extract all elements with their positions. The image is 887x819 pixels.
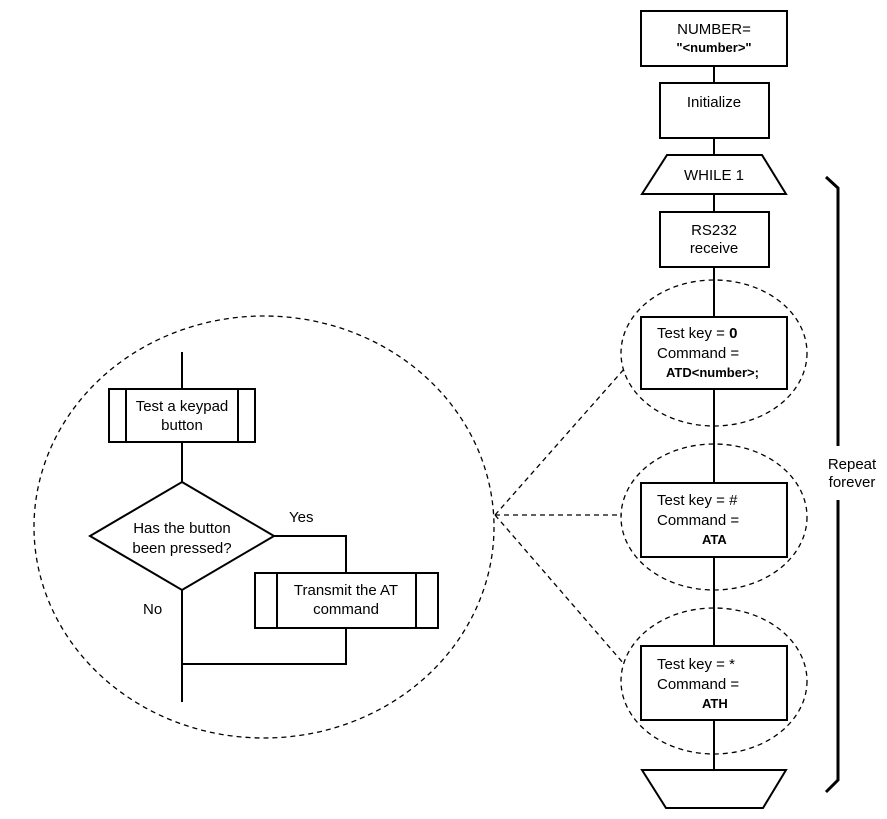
transmit-line1: Transmit the AT (294, 582, 398, 599)
decision-line2: been pressed? (132, 540, 231, 557)
while-loop-start: WHILE 1 (640, 154, 788, 195)
button-pressed-decision: Has the button been pressed? (88, 480, 276, 592)
test-key-star-box: Test key = * Command = ATH (640, 645, 788, 721)
repeat-label-line1: Repeat (828, 456, 877, 473)
test-key-0-highlight (620, 279, 808, 427)
zoom-connector-bottom (494, 514, 625, 665)
yes-label: Yes (289, 509, 313, 526)
zoom-connector-top (494, 367, 626, 516)
while-loop-end (640, 769, 788, 809)
transmit-line2: command (313, 601, 379, 618)
decision-line1: Has the button (133, 520, 231, 537)
test-key-hash-line2: Command = (657, 512, 739, 529)
test-key-hash-highlight (620, 443, 808, 591)
detail-zoom-circle (33, 315, 495, 739)
initialize-box: Initialize (659, 82, 770, 139)
repeat-label-line2: forever (829, 474, 876, 491)
test-key-0-line1: Test key = 0 (657, 325, 737, 342)
transmit-command-box: Transmit the AT command (254, 572, 439, 629)
test-key-hash-line1: Test key = # (657, 492, 738, 509)
keypad-test-box: Test a keypad button (108, 388, 256, 443)
test-key-hash-box: Test key = # Command = ATA (640, 482, 788, 558)
repeat-bracket (824, 175, 840, 794)
test-key-0-box: Test key = 0 Command = ATD<number>; (640, 316, 788, 390)
number-assign-line2: "<number>" (676, 40, 751, 55)
rs232-line1: RS232 (691, 222, 737, 239)
test-key-star-command: ATH (702, 696, 728, 711)
number-assign-line1: NUMBER= (677, 21, 751, 38)
detail-merge-line (182, 628, 347, 665)
test-key-0-line2: Command = (657, 345, 739, 362)
no-label: No (143, 601, 162, 618)
test-key-star-line1: Test key = * (657, 656, 735, 673)
keypad-test-line2: button (161, 417, 203, 434)
detail-yes-branch-line (274, 535, 347, 573)
test-key-star-line2: Command = (657, 676, 739, 693)
test-key-star-highlight (620, 607, 808, 755)
rs232-line2: receive (690, 240, 738, 257)
rs232-receive-box: RS232 receive (659, 211, 770, 268)
while-label: WHILE 1 (684, 167, 744, 184)
keypad-test-line1: Test a keypad (136, 398, 229, 415)
initialize-label: Initialize (687, 94, 741, 111)
test-key-hash-command: ATA (702, 532, 727, 547)
test-key-0-command: ATD<number>; (666, 365, 759, 380)
number-assign-box: NUMBER= "<number>" (640, 10, 788, 67)
